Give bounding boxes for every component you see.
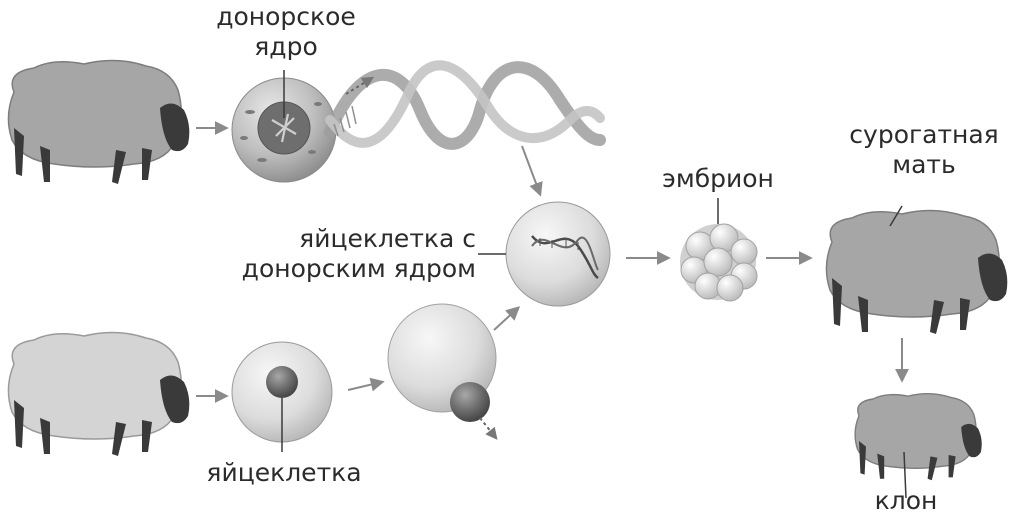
egg-cell — [231, 341, 333, 452]
egg-with-donor-nucleus-label-line1: яйцеклетка с — [299, 224, 476, 253]
egg-with-donor-nucleus-label: яйцеклетка с донорским ядром — [206, 224, 476, 284]
surrogate-mother-label-line1: сурогатная — [849, 120, 999, 149]
donor-cell — [231, 70, 337, 183]
embryo-cluster-icon — [680, 198, 758, 302]
donor-nucleus-label: донорское ядро — [196, 2, 376, 62]
surrogate-mother-label-line2: мать — [892, 150, 956, 179]
donor-nucleus-label-line1: донорское — [216, 2, 356, 31]
donor-nucleus-label-line2: ядро — [254, 32, 318, 61]
egg-label-text: яйцеклетка — [206, 458, 362, 487]
egg-with-donor-nucleus-label-line2: донорским ядром — [241, 254, 476, 283]
donor-sheep — [7, 59, 190, 184]
clone-label: клон — [866, 486, 946, 516]
embryo-label: эмбрион — [648, 164, 788, 194]
surrogate-sheep — [825, 209, 1008, 334]
embryo-label-text: эмбрион — [662, 164, 774, 193]
process-arrows — [196, 121, 909, 403]
dna-helix-icon — [324, 60, 606, 150]
enucleated-egg-cell — [387, 303, 498, 440]
egg-donor-sheep — [7, 331, 190, 456]
surrogate-mother-label: сурогатная мать — [836, 120, 1012, 180]
clone-label-text: клон — [874, 486, 938, 515]
label-leaders — [889, 205, 907, 499]
egg-with-donor-nucleus-cell — [478, 201, 611, 307]
egg-label: яйцеклетка — [196, 458, 372, 488]
clone-sheep — [854, 393, 982, 481]
